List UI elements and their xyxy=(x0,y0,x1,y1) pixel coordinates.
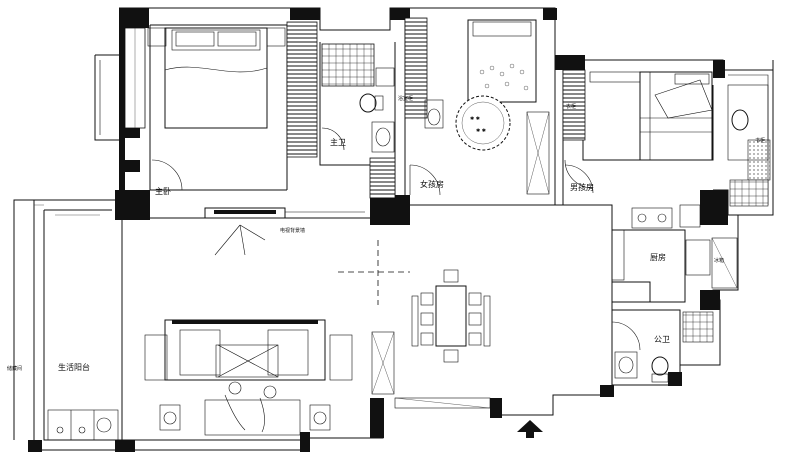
label-girl-room: 女孩房 xyxy=(420,179,444,189)
master-bath-fixtures xyxy=(321,43,395,153)
label-kitchen: 厨房 xyxy=(650,252,666,262)
girl-room-furniture: ✱ ✱ ✱ ✱ xyxy=(409,19,550,196)
label-living-balcony: 生活阳台 xyxy=(58,362,90,372)
boy-room-furniture xyxy=(564,71,771,207)
label-master-bedroom: 主卧 xyxy=(155,186,171,196)
master-bed xyxy=(147,27,286,129)
wardrobes xyxy=(124,17,586,199)
round-rug: ✱ ✱ ✱ ✱ xyxy=(455,95,511,151)
public-bath-fixtures xyxy=(611,311,714,383)
label-bath-cabinet: 浴室柜 xyxy=(398,95,413,102)
label-boy-room: 男孩房 xyxy=(570,182,594,192)
label-master-bath: 主卫 xyxy=(330,137,346,147)
people-figures xyxy=(204,381,301,436)
svg-text:✱ ✱: ✱ ✱ xyxy=(476,128,487,134)
kitchen-fixtures xyxy=(611,204,738,289)
label-fridge: 冰箱 xyxy=(714,257,724,264)
balcony-fixtures xyxy=(34,204,119,441)
living-room xyxy=(144,207,491,436)
doors xyxy=(151,127,594,191)
label-boy-storage: 衣柜 xyxy=(566,103,576,110)
label-tv-wall: 电视背景墙 xyxy=(280,227,305,234)
label-public-bath: 公卫 xyxy=(654,335,670,344)
wall-blocks xyxy=(28,8,728,452)
label-corner-tag: 书柜 xyxy=(755,137,765,144)
label-utility-window: 储藏间 xyxy=(7,365,22,372)
svg-text:✱ ✱: ✱ ✱ xyxy=(470,116,481,122)
entry-arrow-icon xyxy=(517,420,543,438)
